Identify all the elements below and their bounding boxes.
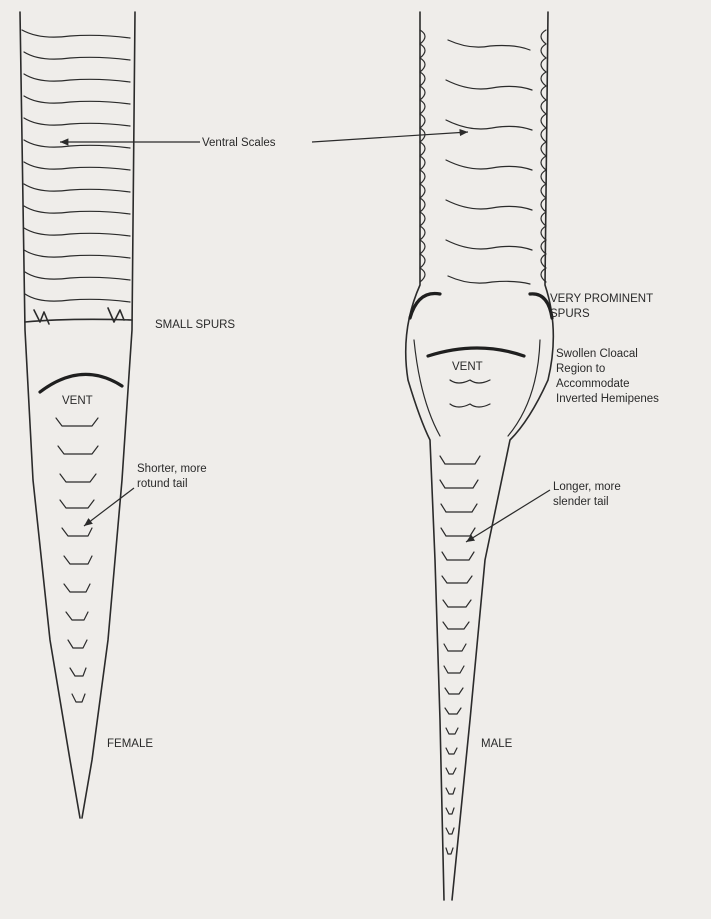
female-vent-line <box>40 374 122 392</box>
shorter-tail-label-line2: rotund tail <box>137 478 188 490</box>
female-label: FEMALE <box>107 738 153 750</box>
male-outline-left <box>406 12 444 900</box>
female-ventral-scales <box>22 30 132 322</box>
longer-tail-arrow <box>466 490 550 542</box>
longer-tail-label-line2: slender tail <box>553 496 609 508</box>
prominent-spurs-label-line2: SPURS <box>550 308 590 320</box>
swollen-label-line4: Inverted Hemipenes <box>556 393 659 405</box>
ventral-scales-label: Ventral Scales <box>202 137 276 149</box>
ventral-scales-arrow-right <box>312 132 468 142</box>
prominent-spurs-label-line1: VERY PROMINENT <box>550 293 653 305</box>
longer-tail-label-line1: Longer, more <box>553 481 621 493</box>
male-outline-right <box>452 12 553 900</box>
shorter-tail-callout: Shorter, more rotund tail <box>84 463 207 526</box>
male-figure <box>406 12 554 900</box>
male-label: MALE <box>481 738 513 750</box>
very-prominent-spurs-callout: VERY PROMINENT SPURS <box>550 293 653 320</box>
shorter-tail-arrow <box>84 488 134 526</box>
longer-tail-callout: Longer, more slender tail <box>466 481 621 542</box>
swollen-label-line1: Swollen Cloacal <box>556 348 638 360</box>
swollen-cloacal-callout: Swollen Cloacal Region to Accommodate In… <box>556 348 659 405</box>
female-outline-right <box>82 12 135 818</box>
male-tail-scales <box>440 456 480 854</box>
male-vent-label: VENT <box>452 361 483 373</box>
female-tail-scales <box>56 418 98 702</box>
male-ventral-scales <box>446 40 532 284</box>
swollen-label-line2: Region to <box>556 363 605 375</box>
female-outline-left <box>20 12 80 818</box>
female-figure <box>20 12 135 818</box>
female-spurs <box>34 308 124 324</box>
swollen-label-line3: Accommodate <box>556 378 630 390</box>
female-vent-label: VENT <box>62 395 93 407</box>
shorter-tail-label-line1: Shorter, more <box>137 463 207 475</box>
small-spurs-label: SMALL SPURS <box>155 319 235 331</box>
male-vent-line <box>428 348 524 356</box>
male-spurs <box>410 294 552 319</box>
